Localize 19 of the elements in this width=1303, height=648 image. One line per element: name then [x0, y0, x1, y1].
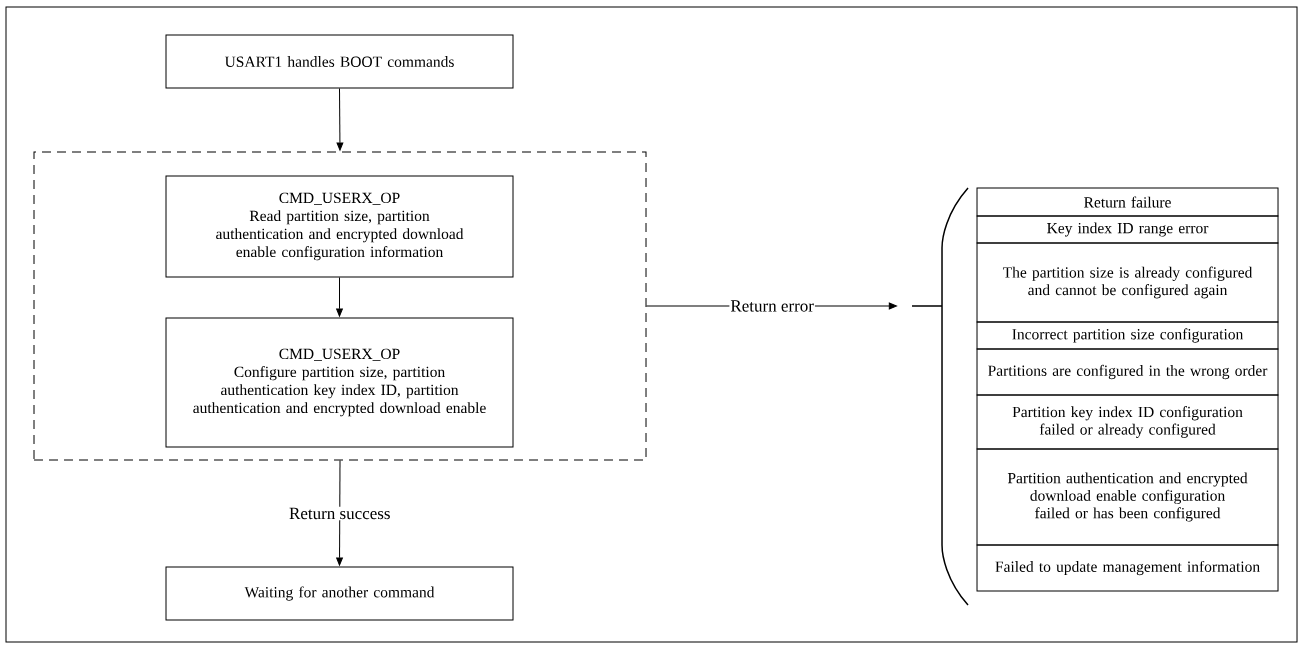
- table-cell: Partition authentication and encrypted download enable configuration failed or has been configured: [976, 448, 1279, 546]
- arrow: [336, 88, 344, 151]
- arrow: [336, 460, 343, 566]
- edge-label: Return success: [288, 506, 392, 521]
- process-box: Waiting for another command: [165, 566, 514, 621]
- table-cell: Key index ID range error: [976, 215, 1279, 244]
- edge-label: Return error: [729, 299, 815, 313]
- table-cell: Failed to update management information: [976, 544, 1279, 592]
- curly-bracket: [911, 187, 969, 606]
- arrow: [336, 277, 343, 317]
- table-cell: Partitions are configured in the wrong order: [976, 348, 1279, 396]
- dashed-group-box: [33, 151, 647, 461]
- process-box: CMD_USERX_OP Configure partition size, partition authentication key index ID, partition authentication and encrypted download enable: [165, 317, 514, 448]
- process-box: CMD_USERX_OP Read partition size, partition authentication and encrypted download enable configuration information: [165, 175, 514, 278]
- table-cell: Incorrect partition size configuration: [976, 321, 1279, 350]
- table-cell: The partition size is already configured and cannot be configured again: [976, 242, 1279, 323]
- process-box: USART1 handles BOOT commands: [165, 34, 514, 89]
- table-cell: Partition key index ID configuration failed or already configured: [976, 394, 1279, 450]
- table-cell: Return failure: [976, 187, 1279, 217]
